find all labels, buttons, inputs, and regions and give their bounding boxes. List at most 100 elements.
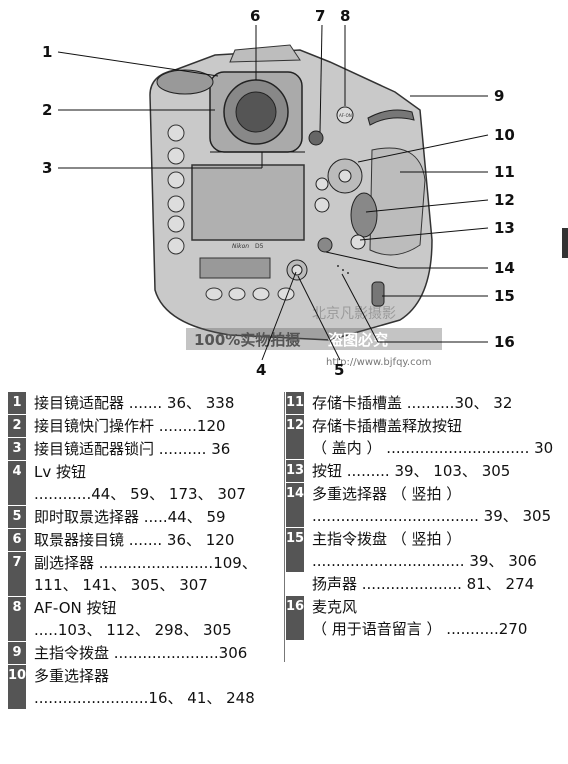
legend-number: 6: [8, 529, 26, 551]
sub-selector: [308, 130, 324, 146]
callout-2: 2: [42, 101, 52, 119]
legend-body: 副选择器 ........................109、 111、 14…: [26, 552, 278, 596]
legend-pages: ................................... 39、 …: [312, 507, 552, 525]
callout-8: 8: [340, 7, 350, 25]
legend-body: 多重选择器 （ 竖拍 ）............................…: [304, 483, 556, 527]
legend-pages: ........................16、 41、 248: [34, 689, 255, 707]
legend-item: 3 接目镜适配器锁闩 .......... 36: [8, 438, 278, 460]
legend-number: 1: [8, 392, 26, 414]
legend-pages: （ 用于语音留言 ） ...........270: [312, 620, 528, 638]
af-on-button: [336, 106, 354, 124]
af-on-mark: AF-ON: [339, 113, 352, 118]
monitor: [191, 164, 305, 241]
legend-number: 9: [8, 642, 26, 664]
legend-item: 7 副选择器 ........................109、 111、 1…: [8, 552, 278, 596]
legend-item: 10 多重选择器 ........................16、 41、 2…: [8, 665, 278, 709]
legend-body: 主指令拨盘 ......................306: [26, 642, 278, 664]
legend-label: 接目镜适配器 ....... 36、 338: [34, 394, 235, 412]
lv-button: [291, 264, 303, 276]
legend-body: 麦克风 （ 用于语音留言 ） ...........270: [304, 596, 556, 640]
release-mode-dial: [156, 69, 214, 95]
callout-12: 12: [494, 191, 515, 209]
legend-number: 10: [8, 665, 26, 709]
bottom-buttons: [205, 287, 295, 301]
page-edge-tab: [562, 228, 568, 258]
legend-label: 麦克风: [312, 598, 358, 616]
watermark-line2: 100%实物拍摄: [194, 331, 301, 349]
legend-number: 4: [8, 461, 26, 505]
legend-body: 存储卡插槽盖释放按钮 （ 盖内 ） .......................…: [304, 415, 556, 459]
legend-label: 存储卡插槽盖 ..........30、 32: [312, 394, 513, 412]
microphone-dots: [337, 265, 349, 274]
legend-label: 主指令拨盘 （ 竖拍 ）: [312, 530, 462, 548]
callout-13: 13: [494, 219, 515, 237]
legend-label: 多重选择器: [34, 667, 110, 685]
legend-pages: ............44、 59、 173、 307: [34, 485, 246, 503]
legend-label: 即时取景选择器 .....44、 59: [34, 508, 226, 526]
legend-label: 多重选择器 （ 竖拍 ）: [312, 485, 462, 503]
legend-body: 取景器接目镜 ....... 36、 120: [26, 529, 278, 551]
legend-number: 14: [286, 483, 304, 527]
legend-body: 接目镜快门操作杆 ........120: [26, 415, 278, 437]
legend-item: 扬声器 ..................... 81、 274: [286, 573, 556, 595]
legend-item: 4 Lv 按钮 ............44、 59、 173、 307: [8, 461, 278, 505]
legend-item: 6 取景器接目镜 ....... 36、 120: [8, 529, 278, 551]
legend-body: 按钮 ......... 39、 103、 305: [304, 460, 556, 482]
legend-number: 7: [8, 552, 26, 596]
legend-number: 11: [286, 392, 304, 414]
model-label: D5: [255, 243, 264, 250]
left-buttons: [167, 124, 185, 255]
card-slot-release: [350, 192, 378, 238]
legend-number: [286, 573, 304, 595]
legend-item: 9 主指令拨盘 ......................306: [8, 642, 278, 664]
legend-body: 主指令拨盘 （ 竖拍 ）............................…: [304, 528, 556, 572]
legend-body: 接目镜适配器 ....... 36、 338: [26, 392, 278, 414]
legend-body: AF-ON 按钮 .....103、 112、 298、 305: [26, 597, 278, 641]
callout-6: 6: [250, 7, 260, 25]
legend-pages: ................................ 39、 306: [312, 552, 537, 570]
secondary-lcd: [199, 257, 271, 279]
legend-body: Lv 按钮 ............44、 59、 173、 307: [26, 461, 278, 505]
callout-11: 11: [494, 163, 515, 181]
callout-3: 3: [42, 159, 52, 177]
legend-item: 13 按钮 ......... 39、 103、 305: [286, 460, 556, 482]
legend-body: 即时取景选择器 .....44、 59: [26, 506, 278, 528]
legend-body: 扬声器 ..................... 81、 274: [304, 573, 556, 595]
legend-label: 接目镜适配器锁闩 .......... 36: [34, 440, 231, 458]
legend-label: 取景器接目镜 ....... 36、 120: [34, 531, 235, 549]
small-button-2: [315, 177, 329, 191]
brand-label: Nikon: [232, 243, 249, 250]
card-slot-cover: [369, 147, 426, 256]
callout-10: 10: [494, 126, 515, 144]
legend-label: 主指令拨盘 ......................306: [34, 644, 248, 662]
vertical-multi-selector: [317, 237, 333, 253]
legend-pages: （ 盖内 ） .............................. 30: [312, 439, 554, 457]
leader-lines: [57, 24, 489, 361]
legend-item: 1 接目镜适配器 ....... 36、 338: [8, 392, 278, 414]
legend-label: AF-ON 按钮: [34, 599, 117, 617]
legend-pages: .....103、 112、 298、 305: [34, 621, 232, 639]
legend-item: 11 存储卡插槽盖 ..........30、 32: [286, 392, 556, 414]
legend-pages: 111、 141、 305、 307: [34, 576, 208, 594]
legend-label: Lv 按钮: [34, 463, 87, 481]
legend-number: 13: [286, 460, 304, 482]
legend-label: 存储卡插槽盖释放按钮: [312, 417, 463, 435]
legend-label: 按钮 ......... 39、 103、 305: [312, 462, 511, 480]
legend-number: 3: [8, 438, 26, 460]
watermark-line1: 北京凡影摄影: [312, 306, 396, 322]
callout-1: 1: [42, 43, 52, 61]
legend-label: 扬声器 ..................... 81、 274: [312, 575, 535, 593]
legend-label: 副选择器 ........................109、: [34, 554, 257, 572]
callout-7: 7: [315, 7, 325, 25]
legend-number: 15: [286, 528, 304, 572]
watermark-band: [186, 328, 442, 350]
legend-number: 2: [8, 415, 26, 437]
watermark-url: http://www.bjfqy.com: [326, 357, 431, 368]
